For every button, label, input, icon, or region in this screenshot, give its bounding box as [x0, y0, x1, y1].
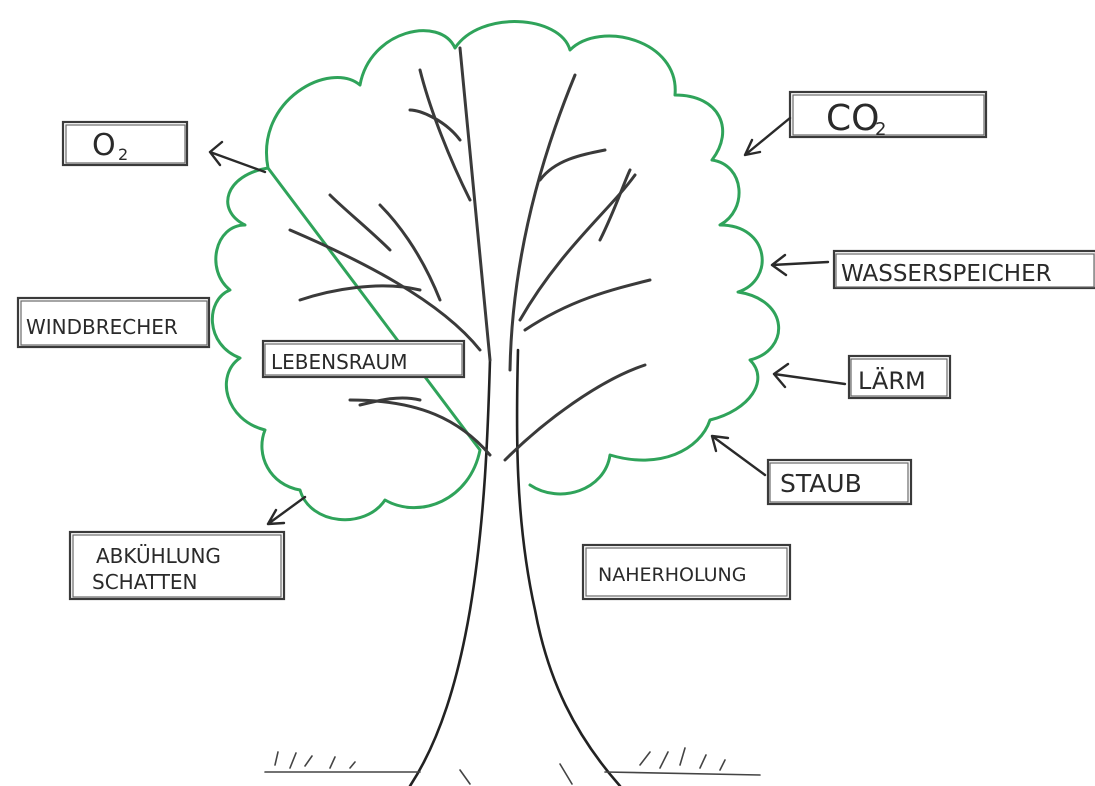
trunk-right-line — [515, 348, 622, 786]
lebensraum-box — [261, 339, 466, 379]
naherholung-text: NAHERHOLUNG — [598, 564, 746, 586]
wasserspeicher-box — [832, 249, 1095, 290]
abkuehlung-label-group: ABKÜHLUNG SCHATTEN — [68, 495, 307, 601]
abkuehlung-box — [68, 530, 286, 601]
o2-box — [61, 120, 189, 167]
o2-label-group: O 2 — [61, 120, 267, 174]
lebensraum-label-group: LEBENSRAUM — [261, 339, 466, 379]
naherholung-label-group: NAHERHOLUNG — [581, 543, 792, 601]
staub-text: STAUB — [780, 469, 862, 498]
staub-arrow-icon — [710, 434, 767, 477]
staub-box — [766, 458, 913, 506]
tree-branches — [288, 46, 652, 462]
windbrecher-box — [16, 296, 211, 349]
trunk-left-line — [408, 358, 492, 786]
o2-subscript: 2 — [118, 145, 128, 164]
co2-box — [788, 90, 988, 139]
naherholung-box — [581, 543, 792, 601]
laerm-box — [847, 354, 952, 400]
co2-text: CO — [826, 98, 879, 139]
co2-arrow-icon — [743, 116, 792, 157]
co2-subscript: 2 — [875, 119, 886, 140]
wasserspeicher-arrow-icon — [770, 253, 830, 277]
lebensraum-text: LEBENSRAUM — [271, 350, 407, 374]
laerm-label-group: LÄRM — [772, 354, 952, 400]
grass-marks — [264, 747, 761, 785]
o2-text: O — [92, 128, 116, 163]
laerm-text: LÄRM — [858, 366, 926, 395]
co2-label-group: CO 2 — [743, 90, 988, 157]
o2-arrow-icon — [208, 140, 267, 174]
wasserspeicher-label-group: WASSERSPEICHER — [770, 249, 1095, 290]
staub-label-group: STAUB — [710, 434, 913, 506]
abkuehlung-text: ABKÜHLUNG — [96, 544, 221, 568]
windbrecher-label-group: WINDBRECHER — [16, 296, 211, 349]
schatten-text: SCHATTEN — [92, 570, 198, 594]
windbrecher-text: WINDBRECHER — [26, 315, 178, 339]
tree-crown-outline — [210, 20, 780, 522]
wasserspeicher-text: WASSERSPEICHER — [841, 261, 1052, 287]
laerm-arrow-icon — [772, 362, 847, 389]
abkuehlung-arrow-icon — [266, 495, 307, 526]
